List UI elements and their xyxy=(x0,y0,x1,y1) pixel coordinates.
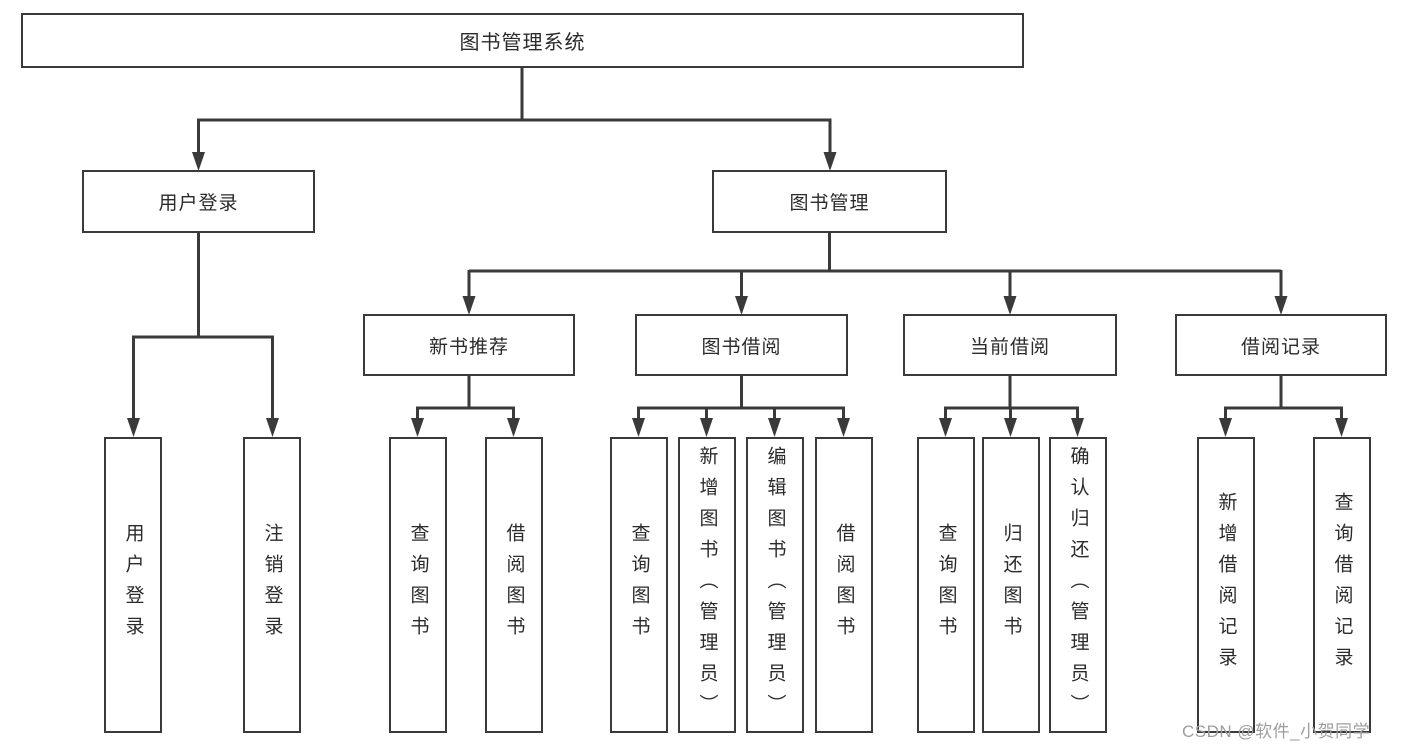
leaf-borrow-edit-books-admin-label: 编辑图书（管理员） xyxy=(764,445,786,725)
node-book-management: 图书管理 xyxy=(712,170,947,233)
node-new-book-recommend-label: 新书推荐 xyxy=(428,336,509,358)
leaf-current-confirm-return-admin-label: 确认归还（管理员） xyxy=(1067,445,1089,725)
leaf-recommend-query-books: 查询图书 xyxy=(389,437,447,733)
leaf-logout: 注销登录 xyxy=(243,437,301,733)
node-book-management-label: 图书管理 xyxy=(789,193,870,214)
leaf-records-query-record: 查询借阅记录 xyxy=(1313,437,1371,733)
leaf-recommend-borrow-books-label: 借阅图书 xyxy=(503,523,525,647)
leaf-borrow-query-books-label: 查询图书 xyxy=(628,523,650,647)
leaf-recommend-borrow-books: 借阅图书 xyxy=(485,437,543,733)
leaf-borrow-edit-books-admin: 编辑图书（管理员） xyxy=(746,437,804,733)
leaf-logout-label: 注销登录 xyxy=(261,523,283,647)
leaf-recommend-query-books-label: 查询图书 xyxy=(407,523,429,647)
leaf-current-query-books: 查询图书 xyxy=(917,437,975,733)
leaf-current-query-books-label: 查询图书 xyxy=(935,523,957,647)
leaf-current-return-books-label: 归还图书 xyxy=(1000,523,1022,647)
leaf-borrow-borrow-books-label: 借阅图书 xyxy=(833,523,855,647)
leaf-borrow-borrow-books: 借阅图书 xyxy=(815,437,873,733)
node-borrow-records: 借阅记录 xyxy=(1175,314,1387,376)
node-root: 图书管理系统 xyxy=(21,13,1024,68)
leaf-records-add-record: 新增借阅记录 xyxy=(1197,437,1255,733)
node-current-borrow-label: 当前借阅 xyxy=(969,336,1050,358)
leaf-current-confirm-return-admin: 确认归还（管理员） xyxy=(1049,437,1107,733)
leaf-borrow-add-books-admin: 新增图书（管理员） xyxy=(678,437,736,733)
leaf-records-query-record-label: 查询借阅记录 xyxy=(1331,492,1353,678)
node-book-borrow-label: 图书借阅 xyxy=(701,336,782,358)
node-current-borrow: 当前借阅 xyxy=(903,314,1117,376)
leaf-user-login: 用户登录 xyxy=(104,437,162,733)
node-root-label: 图书管理系统 xyxy=(459,32,586,54)
leaf-records-add-record-label: 新增借阅记录 xyxy=(1215,492,1237,678)
node-borrow-records-label: 借阅记录 xyxy=(1240,336,1321,358)
leaf-current-return-books: 归还图书 xyxy=(982,437,1040,733)
watermark: CSDN @软件_小贺同学 xyxy=(1182,722,1371,741)
leaf-borrow-add-books-admin-label: 新增图书（管理员） xyxy=(696,445,718,725)
leaf-user-login-label: 用户登录 xyxy=(122,523,144,647)
node-user-login-label: 用户登录 xyxy=(158,193,239,214)
leaf-borrow-query-books: 查询图书 xyxy=(610,437,668,733)
node-new-book-recommend: 新书推荐 xyxy=(363,314,575,376)
node-book-borrow: 图书借阅 xyxy=(635,314,848,376)
node-user-login: 用户登录 xyxy=(82,170,315,233)
